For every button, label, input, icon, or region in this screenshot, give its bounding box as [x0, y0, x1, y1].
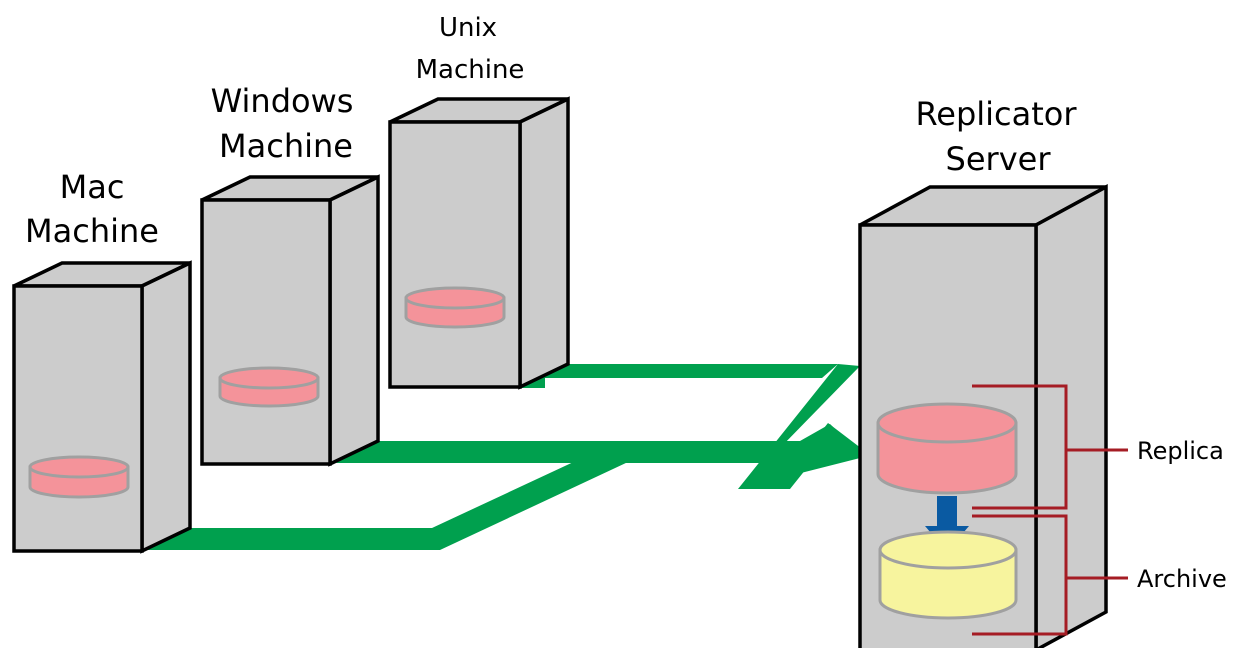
windows-machine-side [328, 174, 380, 467]
archive-label: Archive [1137, 565, 1227, 593]
mac-machine-side [140, 260, 192, 554]
mac-path [144, 445, 628, 551]
mac-machine [12, 260, 192, 554]
mac-machine-front [12, 284, 144, 553]
mac-label-line1: Mac [60, 168, 125, 206]
server-label-line1: Replicator [915, 95, 1077, 133]
mac-disk [28, 455, 130, 499]
windows-machine-front [200, 198, 332, 466]
unix-machine-front [388, 120, 522, 389]
mac-label-line2: Machine [25, 212, 159, 250]
replication-paths [144, 364, 870, 551]
unix-machine-side [518, 96, 570, 390]
windows-disk [218, 366, 320, 408]
archive-bracket [972, 514, 1128, 636]
unix-machine [388, 96, 570, 390]
windows-path [336, 424, 864, 489]
windows-label-line2: Machine [219, 127, 353, 165]
archive-disk [878, 530, 1018, 620]
replica-disk [876, 402, 1018, 495]
replica-label: Replica [1137, 437, 1224, 465]
replicator-server [858, 184, 1108, 648]
windows-machine [200, 174, 380, 467]
server-label-line2: Server [946, 140, 1052, 178]
unix-label-line2: Machine [416, 55, 525, 85]
unix-label-line1: Unix [439, 13, 497, 43]
windows-label-line1: Windows [211, 82, 354, 120]
unix-disk [404, 286, 506, 329]
replica-bracket [972, 384, 1128, 510]
